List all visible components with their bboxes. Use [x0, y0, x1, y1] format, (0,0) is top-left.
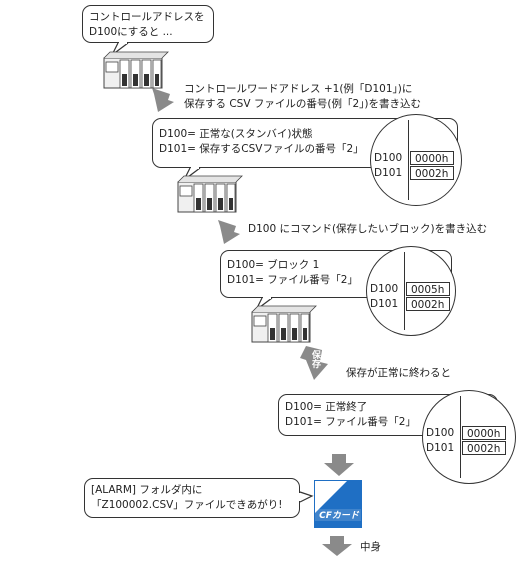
step3-text-line2: D101= ファイル番号「2」 — [285, 416, 416, 428]
step2-note: D100 にコマンド(保存したいブロック)を書き込む — [248, 223, 488, 235]
result-bubble: [ALARM] フォルダ内に 「Z100002.CSV」ファイルできあがり! — [84, 478, 300, 518]
plc-icon — [251, 305, 317, 343]
step1-note-line1: コントロールワードアドレス +1(例「D101」)に — [184, 83, 413, 95]
step1-text-line2: D101= 保存するCSVファイルの番号「2」 — [159, 143, 364, 155]
step2-reg1-value: 0005h — [406, 282, 450, 296]
step3-reg1-label: D100 — [426, 427, 455, 439]
final-note: 中身 — [360, 541, 381, 553]
plc-icon — [177, 175, 243, 213]
step2-text-line1: D100= ブロック 1 — [227, 259, 320, 271]
intro-text-line1: コントロールアドレスを — [89, 11, 205, 23]
step1-text-line1: D100= 正常な(スタンバイ)状態 — [159, 128, 313, 140]
intro-bubble: コントロールアドレスを D100にすると ... — [82, 5, 214, 43]
step1-reg2-label: D101 — [374, 167, 403, 179]
down-arrow-icon — [300, 346, 328, 380]
step2-reg2-value: 0002h — [406, 297, 450, 311]
down-arrow-icon — [218, 220, 240, 244]
step2-text-line2: D101= ファイル番号「2」 — [227, 274, 358, 286]
result-text-line2: 「Z100002.CSV」ファイルできあがり! — [91, 499, 283, 511]
step3-reg1-value: 0000h — [462, 426, 506, 440]
result-text-line1: [ALARM] フォルダ内に — [91, 484, 203, 496]
step2-reg2-label: D101 — [370, 298, 399, 310]
step2-register-divider — [404, 252, 405, 330]
intro-text-line2: D100にすると ... — [89, 26, 173, 38]
cf-card-icon: CFカード — [314, 480, 362, 528]
cf-card-label: CFカード — [319, 511, 359, 521]
step1-reg2-value: 0002h — [410, 166, 454, 180]
step3-note: 保存が正常に終わると — [346, 367, 451, 379]
step1-reg1-label: D100 — [374, 152, 403, 164]
step3-reg2-value: 0002h — [462, 441, 506, 455]
down-arrow-icon — [152, 88, 174, 112]
step1-register-divider — [408, 120, 409, 200]
step1-note-line2: 保存する CSV ファイルの番号(例「2」)を書き込む — [184, 98, 421, 110]
step3-text-line1: D100= 正常終了 — [285, 401, 368, 413]
step3-reg2-label: D101 — [426, 442, 455, 454]
step3-register-divider — [460, 396, 461, 478]
down-arrow-icon — [324, 454, 354, 476]
down-arrow-icon — [322, 536, 352, 556]
plc-icon — [103, 51, 169, 89]
step2-reg1-label: D100 — [370, 283, 399, 295]
step1-reg1-value: 0000h — [410, 151, 454, 165]
save-badge: 保存 — [310, 350, 320, 368]
